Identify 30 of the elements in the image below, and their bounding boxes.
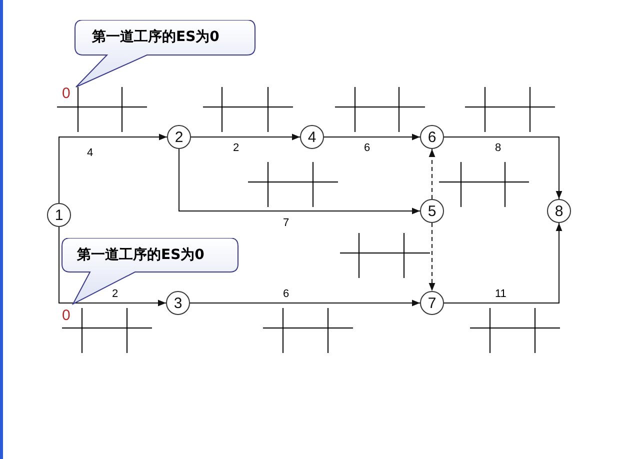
edge-label: 11: [494, 288, 508, 300]
arrow: [58, 226, 166, 306]
edge-label: 8: [494, 142, 502, 154]
arrow: [58, 134, 168, 204]
event-circle: 7: [420, 291, 444, 315]
event-circle: 1: [47, 203, 71, 227]
arrow: [324, 134, 420, 140]
edge-label: 6: [282, 288, 290, 300]
arrow: [178, 148, 420, 214]
arrow: [190, 134, 300, 140]
callout-text: 第一道工序的ES为0: [77, 246, 204, 264]
event-circle: 2: [167, 125, 191, 149]
dashed-arrow: [428, 148, 436, 200]
edge-label: 4: [86, 147, 94, 159]
edge-label: 2: [232, 142, 240, 154]
arrow: [444, 136, 562, 200]
start-time-value: 0: [62, 86, 70, 102]
edge-label: 6: [363, 142, 372, 154]
callout-text: 第一道工序的ES为0: [92, 28, 220, 46]
event-circle: 5: [420, 199, 444, 223]
edge-label: 2: [111, 288, 120, 300]
arrow: [190, 300, 420, 306]
event-circle: 4: [300, 125, 324, 149]
event-circle: 3: [166, 291, 190, 315]
event-circle: 6: [420, 125, 444, 149]
event-circle: 8: [547, 199, 571, 223]
arrow: [444, 222, 562, 304]
edge-label: 7: [282, 217, 290, 229]
start-time-value: 0: [62, 308, 70, 324]
dashed-arrow: [428, 222, 436, 292]
